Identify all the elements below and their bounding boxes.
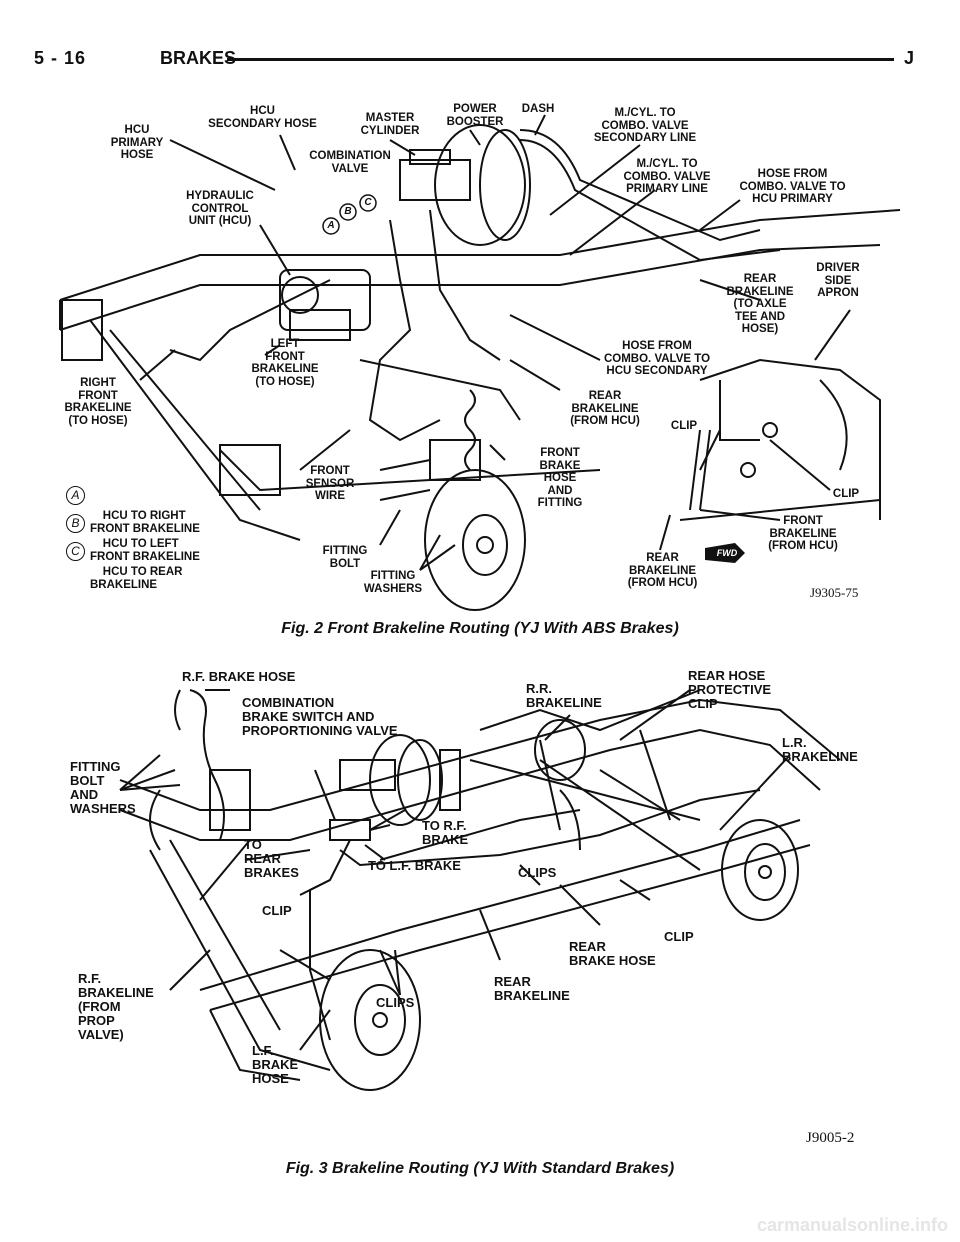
label-fitting-washers: FITTING WASHERS bbox=[363, 570, 423, 595]
label-rr-brakeline: R.R. BRAKELINE bbox=[526, 681, 602, 710]
figure-3-id: J9005-2 bbox=[806, 1130, 855, 1146]
label-clip: CLIP bbox=[670, 420, 698, 432]
figure-3-caption: Fig. 3 Brakeline Routing (YJ With Standa… bbox=[285, 1160, 675, 1177]
label-lr-brakeline: L.R. BRAKELINE bbox=[782, 735, 858, 764]
label-clips-1: CLIPS bbox=[518, 865, 557, 880]
legend-key-c: C bbox=[66, 542, 85, 561]
label-mcyl-secondary-line: M./CYL. TO COMBO. VALVE SECONDARY LINE bbox=[593, 107, 697, 144]
label-rear-brakeline: REAR BRAKELINE bbox=[494, 974, 570, 1003]
legend-row-a: A HCU TO RIGHT FRONT BRAKELINE bbox=[66, 485, 200, 535]
legend-text-c: HCU TO REAR BRAKELINE bbox=[90, 566, 183, 591]
label-front-brakeline-from-hcu: FRONT BRAKELINE (FROM HCU) bbox=[768, 515, 838, 552]
label-hcu-unit: HYDRAULIC CONTROL UNIT (HCU) bbox=[186, 190, 254, 227]
legend-key-b: B bbox=[66, 514, 85, 533]
label-clips-2: CLIPS bbox=[376, 995, 415, 1010]
fwd-arrow bbox=[705, 543, 745, 563]
page-header: 5 - 16 BRAKES J bbox=[22, 44, 920, 74]
label-hose-from-combo-primary: HOSE FROM COMBO. VALVE TO HCU PRIMARY bbox=[739, 168, 846, 205]
figure-3-illustration bbox=[0, 650, 960, 1160]
label-left-front-brakeline: LEFT FRONT BRAKELINE (TO HOSE) bbox=[251, 338, 319, 388]
legend-text-b: HCU TO LEFT FRONT BRAKELINE bbox=[90, 538, 200, 563]
legend-row-b: B HCU TO LEFT FRONT BRAKELINE bbox=[66, 513, 200, 563]
figure-2-illustration bbox=[59, 114, 901, 611]
label-hose-from-combo-secondary: HOSE FROM COMBO. VALVE TO HCU SECONDARY bbox=[603, 340, 711, 377]
label-dash: DASH bbox=[521, 103, 555, 115]
legend-row-c: C HCU TO REAR BRAKELINE bbox=[66, 541, 200, 591]
standard-brakeline-drawing bbox=[119, 689, 841, 1091]
label-fitting-bolt: FITTING BOLT bbox=[322, 545, 368, 570]
callout-b: B bbox=[344, 206, 352, 217]
label-rear-brakeline-from-hcu-2: REAR BRAKELINE (FROM HCU) bbox=[627, 552, 698, 589]
legend-key-a: A bbox=[66, 486, 85, 505]
label-master-cylinder: MASTER CYLINDER bbox=[360, 112, 420, 137]
legend-text-a: HCU TO RIGHT FRONT BRAKELINE bbox=[90, 510, 200, 535]
label-rear-brakeline-axle: REAR BRAKELINE (TO AXLE TEE AND HOSE) bbox=[726, 273, 794, 335]
callout-c: C bbox=[364, 197, 372, 208]
label-to-rear-brakes: TO REAR BRAKES bbox=[244, 837, 299, 880]
label-rear-brake-hose: REAR BRAKE HOSE bbox=[569, 939, 656, 968]
fwd-label: FWD bbox=[716, 548, 738, 558]
abs-brakeline-drawing bbox=[59, 114, 901, 611]
label-power-booster: POWER BOOSTER bbox=[446, 103, 504, 128]
label-fitting-bolt-washers: FITTING BOLT AND WASHERS bbox=[70, 759, 136, 816]
figure-2-id: J9305-75 bbox=[810, 585, 859, 600]
label-combination-valve: COMBINATION VALVE bbox=[309, 150, 391, 175]
label-right-front-brakeline: RIGHT FRONT BRAKELINE (TO HOSE) bbox=[64, 377, 132, 427]
label-clip-2: CLIP bbox=[664, 929, 694, 944]
label-clip-2: CLIP bbox=[832, 488, 860, 500]
label-driver-side-apron: DRIVER SIDE APRON bbox=[816, 262, 860, 299]
label-lf-brake-hose: L.F. BRAKE HOSE bbox=[252, 1043, 299, 1086]
label-to-rf-brake: TO R.F. BRAKE bbox=[422, 818, 469, 847]
label-combination-brake-switch: COMBINATION BRAKE SWITCH AND PROPORTIONI… bbox=[242, 695, 398, 738]
label-front-brake-hose: FRONT BRAKE HOSE AND FITTING bbox=[537, 447, 583, 509]
watermark: carmanualsonline.info bbox=[756, 1215, 948, 1235]
figure-2-caption: Fig. 2 Front Brakeline Routing (YJ With … bbox=[281, 620, 679, 637]
header-rule bbox=[227, 58, 894, 61]
label-mcyl-primary-line: M./CYL. TO COMBO. VALVE PRIMARY LINE bbox=[623, 158, 711, 195]
label-clip-1: CLIP bbox=[262, 903, 292, 918]
label-rear-brakeline-from-hcu: REAR BRAKELINE (FROM HCU) bbox=[570, 390, 640, 427]
label-to-lf-brake: TO L.F. BRAKE bbox=[368, 858, 461, 873]
abc-legend: A HCU TO RIGHT FRONT BRAKELINE B HCU TO … bbox=[66, 485, 200, 591]
callout-a: A bbox=[327, 220, 335, 231]
section-title: BRAKES bbox=[160, 48, 237, 68]
label-hcu-primary-hose: HCU PRIMARY HOSE bbox=[110, 124, 164, 161]
label-front-sensor-wire: FRONT SENSOR WIRE bbox=[305, 465, 355, 502]
page-number: 5 - 16 bbox=[34, 48, 87, 68]
label-rf-brake-hose: R.F. BRAKE HOSE bbox=[182, 669, 296, 684]
label-rear-hose-protective-clip: REAR HOSE PROTECTIVE CLIP bbox=[688, 668, 772, 711]
manual-code: J bbox=[903, 48, 914, 68]
label-rf-brakeline-prop-valve: R.F. BRAKELINE (FROM PROP VALVE) bbox=[78, 971, 154, 1042]
label-hcu-secondary-hose: HCU SECONDARY HOSE bbox=[208, 105, 317, 130]
